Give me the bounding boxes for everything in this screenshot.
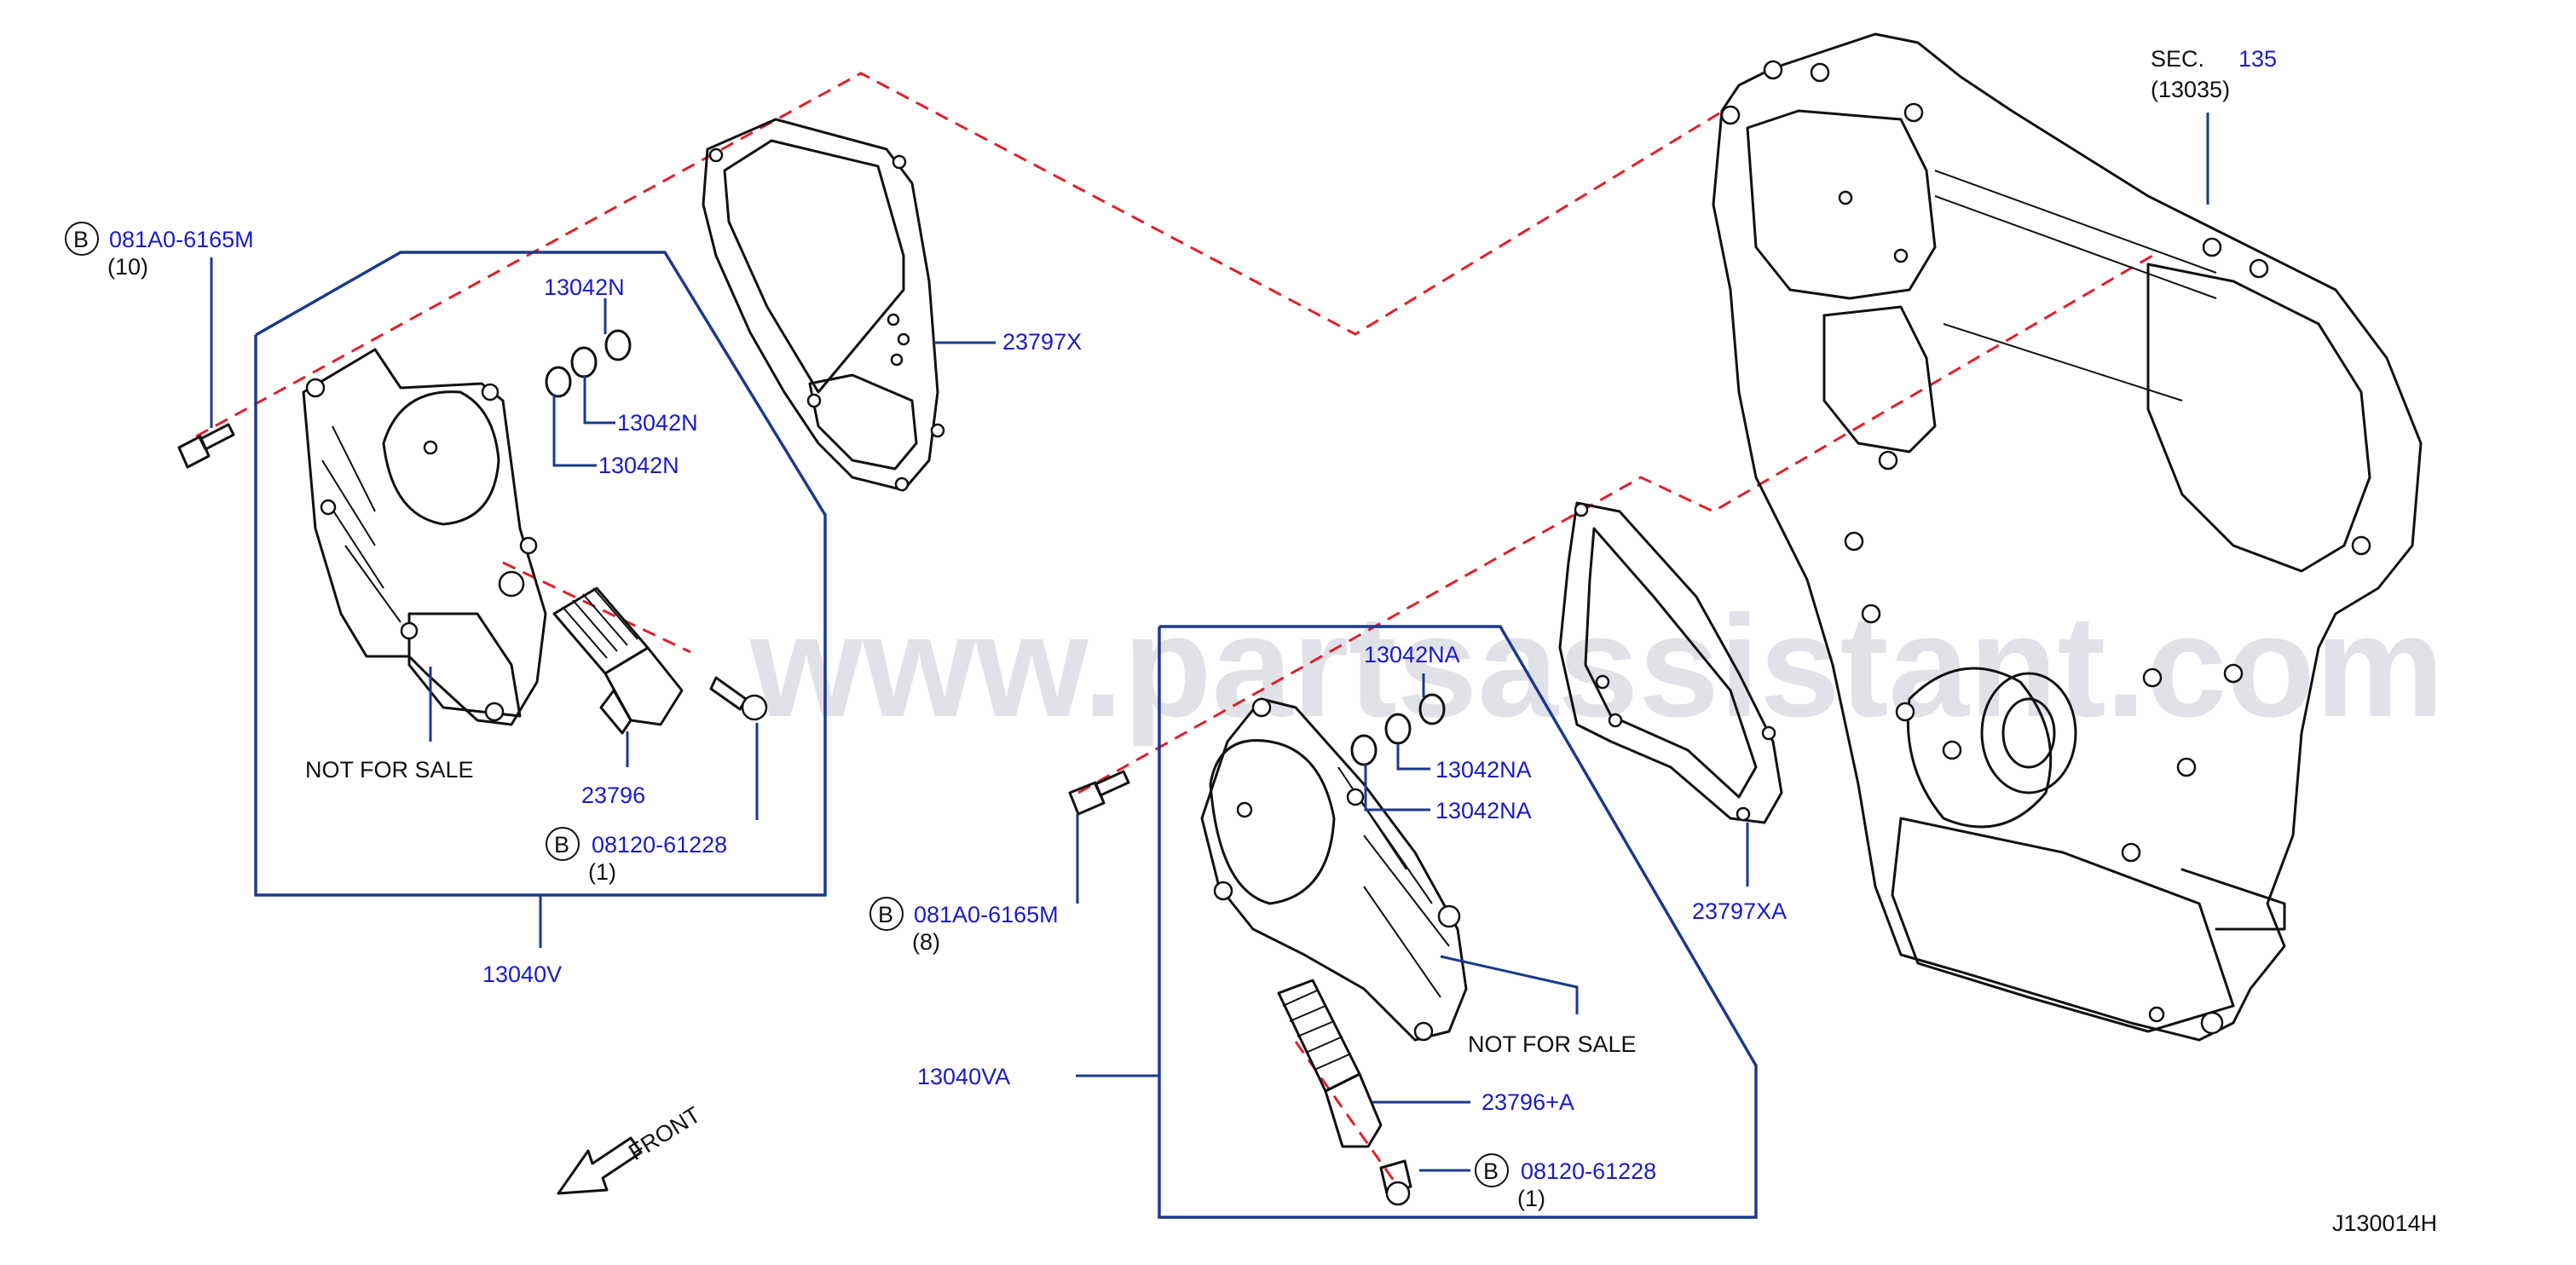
qty-bolt-small-left: (1) [588,859,616,885]
front-cover-sec135[interactable] [1712,32,2423,1042]
callout-letter-bolt-left: B [73,227,89,252]
label-bolt-small-right[interactable]: 08120-61228 [1521,1158,1656,1184]
diagram-id: J130014H [2332,1210,2437,1236]
valve-timing-cover-left[interactable] [302,348,547,726]
label-assy-right[interactable]: 13040VA [917,1064,1010,1089]
label-gasket-left[interactable]: 23797X [1002,329,1082,355]
front-label: FRONT [624,1101,705,1165]
gasket-23797xa[interactable] [1558,501,1783,824]
label-bolt-left[interactable]: 081A0-6165M [109,227,254,252]
sec-prefix: SEC. [2151,46,2204,72]
label-valve-left[interactable]: 23796 [581,783,645,808]
valve-timing-cover-right[interactable] [1200,697,1468,1042]
label-gasket-right[interactable]: 23797XA [1692,898,1787,924]
label-oring-right-1[interactable]: 13042NA [1364,642,1460,667]
o-rings-left[interactable] [545,329,632,398]
bolt-main-left[interactable] [177,423,235,469]
assembly-13040va-box [1158,625,1758,1219]
callout-circles [65,222,1509,1187]
nfs-left: NOT FOR SALE [305,757,474,783]
qty-bolt-left: (10) [107,254,148,280]
sec-number[interactable]: 135 [2238,46,2277,72]
gasket-23797x[interactable] [702,118,945,492]
label-valve-right[interactable]: 23796+A [1481,1089,1574,1115]
bolt-small-left[interactable] [709,676,768,721]
label-oring-left-3[interactable]: 13042N [598,453,679,478]
callout-letter-bolt-small-left: B [554,832,569,858]
front-arrow [557,1136,643,1195]
label-bolt-small-left[interactable]: 08120-61228 [592,832,727,858]
bolt-small-right[interactable] [1379,1159,1412,1206]
solenoid-valve-right[interactable] [1277,979,1383,1148]
qty-bolt-small-right: (1) [1517,1186,1545,1211]
sec-sub: (13035) [2151,77,2230,102]
callout-letter-bolt-small-right: B [1483,1158,1499,1184]
assembly-13040v-box [254,251,827,897]
label-oring-left-2[interactable]: 13042N [617,410,698,436]
bolt-main-right[interactable] [1068,770,1130,816]
watermark: www.partsassistant.com [749,586,2444,748]
solenoid-valve-left[interactable] [552,586,684,735]
qty-bolt-right: (8) [912,929,940,955]
nfs-right: NOT FOR SALE [1468,1031,1637,1057]
label-bolt-right[interactable]: 081A0-6165M [914,902,1059,927]
leader-lines [210,113,2209,1172]
label-oring-right-3[interactable]: 13042NA [1435,798,1532,823]
label-assy-left[interactable]: 13040V [482,962,562,987]
callout-letter-bolt-right: B [878,902,893,927]
o-rings-right[interactable] [1350,693,1446,766]
label-oring-right-2[interactable]: 13042NA [1435,757,1532,783]
label-oring-left-1[interactable]: 13042N [544,274,625,300]
